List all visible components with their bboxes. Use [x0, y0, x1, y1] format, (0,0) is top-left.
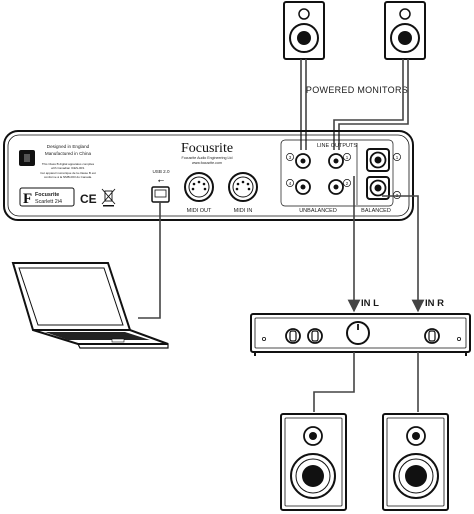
rca-output-2 [328, 179, 344, 195]
focusrite-logo-icon: F [23, 191, 32, 207]
midi-in-port [228, 172, 258, 202]
amp-knob-1 [285, 328, 301, 344]
cable-to-in-r [382, 195, 425, 313]
brand-logo: Focusrite [181, 141, 233, 156]
bottom-speaker-left [280, 413, 347, 511]
model-badge: F Focusrite Scarlett 2i4 [19, 187, 75, 207]
amp-knob-3 [424, 328, 440, 344]
manufactured-text: Manufactured in China [45, 151, 92, 156]
port-number-1: 1 [346, 155, 349, 160]
rca-output-3 [295, 153, 311, 169]
monitor-cable-left [300, 59, 307, 150]
weee-bin-icon [101, 188, 116, 207]
amp-knob-2 [307, 328, 323, 344]
usb-cable [138, 202, 161, 319]
amplifier [250, 313, 471, 356]
amp-power-led-icon [261, 336, 266, 341]
amp-volume-knob [346, 321, 370, 345]
powered-monitors-label: POWERED MONITORS [306, 85, 408, 95]
compliance-line-1: This Class B digital apparatus complies [42, 162, 95, 166]
laptop [11, 262, 169, 349]
rca-output-4 [295, 179, 311, 195]
unbalanced-label: UNBALANCED [299, 208, 337, 214]
usb-symbol-icon: ⭠ [158, 176, 165, 185]
port-number-3: 3 [289, 155, 292, 160]
compliance-line-4: conforme à la NMB-003 du Canada. [44, 175, 92, 179]
designed-text: Designed in England [47, 144, 90, 149]
audio-interface: Designed in England Manufactured in Chin… [3, 130, 414, 221]
website-text: www.focusrite.com [192, 161, 222, 165]
compliance-line-2: with Canadian ICES-003. [51, 166, 85, 170]
in-r-label: IN R [425, 298, 444, 309]
speaker-cable-left [313, 352, 355, 412]
midi-in-label: MIDI IN [234, 208, 253, 214]
company-name: Focusrite Audio Engineering Ltd [182, 156, 233, 160]
compliance-line-3: Cet appareil numérique de la classe B es… [40, 171, 96, 175]
ce-mark-icon: CE [80, 192, 97, 206]
bottom-speaker-right [382, 413, 449, 511]
usb-port [151, 186, 170, 203]
monitor-cable-right [333, 59, 409, 150]
port-number-4: 4 [289, 181, 292, 186]
model-brand: Focusrite [35, 192, 59, 198]
port-number-balanced-1: 1 [396, 155, 399, 160]
model-name: Scarlett 2i4 [35, 199, 62, 205]
rca-output-1 [328, 153, 344, 169]
usb-label: USB 2.0 [152, 169, 170, 174]
top-speaker-right [384, 1, 426, 60]
balanced-jack-2 [366, 176, 390, 200]
amp-output-led-icon [456, 336, 461, 341]
balanced-label: BALANCED [361, 208, 391, 214]
midi-out-port [184, 172, 214, 202]
line-outputs-label: LINE OUTPUTS [317, 143, 357, 149]
balanced-jack-1 [366, 148, 390, 172]
in-l-label: IN L [361, 298, 379, 309]
midi-out-label: MIDI OUT [187, 208, 212, 214]
port-number-2: 2 [346, 181, 349, 186]
top-speaker-left [283, 1, 325, 60]
line-outputs-frame [280, 139, 394, 207]
